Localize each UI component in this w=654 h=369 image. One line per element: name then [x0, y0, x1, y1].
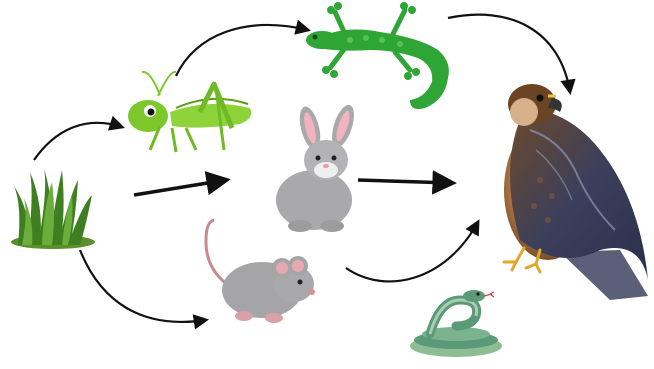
- grass-icon: [11, 168, 95, 249]
- arrow-grasshopper-to-lizard: [176, 25, 308, 76]
- arrow-mouse-to-hawk: [346, 222, 478, 281]
- grasshopper-icon: [128, 72, 251, 152]
- arrow-grass-to-mouse: [80, 250, 206, 322]
- lizard-icon: [306, 2, 449, 109]
- rabbit-icon: [276, 102, 358, 232]
- arrow-grass-to-rabbit: [134, 180, 226, 195]
- arrow-grass-to-grasshopper: [34, 123, 122, 160]
- hawk-icon: [504, 84, 648, 300]
- arrow-lizard-to-hawk: [448, 15, 570, 92]
- snake-icon: [410, 290, 502, 357]
- arrow-rabbit-to-hawk: [358, 180, 452, 183]
- mouse-icon: [206, 220, 315, 323]
